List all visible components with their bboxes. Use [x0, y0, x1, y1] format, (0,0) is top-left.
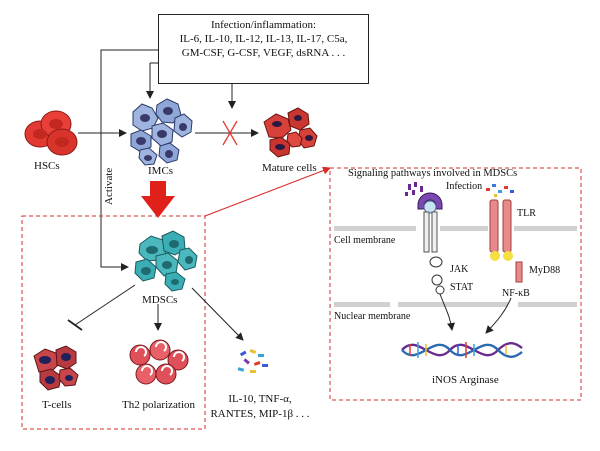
mdsc-to-tcell-inhibit [74, 284, 136, 326]
mdscs-label: MDSCs [142, 294, 178, 306]
inhibit-bar [67, 319, 83, 331]
infection-particles [405, 182, 423, 196]
inflammation-box: Infection/inflammation: IL-6, IL-10, IL-… [158, 14, 369, 84]
tlr-ligands [486, 184, 514, 197]
hscs-label: HSCs [34, 160, 60, 172]
stat-to-dna-arrow [439, 293, 455, 331]
dna-helix [401, 342, 523, 358]
nuclear-membrane [334, 302, 577, 307]
activate-arrow [100, 49, 158, 271]
jak-label: JAK [450, 264, 469, 275]
cytokines-line1: IL-10, TNF-α, [228, 393, 292, 405]
stat-label: STAT [450, 282, 474, 293]
inflammation-title: Infection/inflammation: [210, 19, 317, 31]
imcs-label: IMCs [148, 165, 174, 177]
cytokines-line2: RANTES, MIP-1β . . . [210, 408, 310, 420]
inflammation-line2: GM-CSF, G-CSF, VEGF, dsRNA . . . [181, 47, 346, 59]
tcells-label: T-cells [42, 399, 72, 411]
mdscs-cluster [134, 230, 198, 292]
th2-cells [129, 339, 189, 385]
mature-cells [263, 107, 318, 158]
imcs-cluster [130, 98, 193, 166]
cell-membrane [334, 226, 577, 231]
zoom-connector-arrow [204, 166, 331, 217]
mdsc-effects-box [21, 215, 206, 430]
infection-label: Infection [446, 181, 483, 192]
inflammation-line1: IL-6, IL-10, IL-12, IL-13, IL-17, C5a, [179, 33, 348, 45]
myd88-label: MyD88 [529, 265, 561, 276]
mature-cells-label: Mature cells [262, 162, 317, 174]
myd88-protein [515, 261, 523, 283]
blocked-x-mark [222, 120, 238, 146]
tlr-label: TLR [517, 208, 536, 219]
differentiation-arrow [141, 181, 175, 218]
cell-membrane-label: Cell membrane [334, 235, 396, 246]
tlr-receptor [489, 199, 513, 261]
mdsc-to-cytokines-arrow [191, 287, 244, 341]
th2-label: Th2 polarization [122, 399, 196, 411]
activate-label: Activate [103, 167, 115, 205]
nfkb-to-dna-arrow [485, 297, 512, 334]
tcell-cells [33, 345, 79, 391]
output-label: iNOS Arginase [432, 374, 499, 386]
nfkb-label: NF-κB [502, 288, 530, 299]
cytokine-molecules [237, 349, 268, 373]
hscs-cells [24, 110, 78, 156]
signaling-panel-box [329, 167, 582, 401]
nuclear-membrane-label: Nuclear membrane [334, 311, 411, 322]
cytokine-receptor [417, 192, 445, 295]
signaling-title: Signaling pathways involved in MDSCs [348, 168, 518, 179]
